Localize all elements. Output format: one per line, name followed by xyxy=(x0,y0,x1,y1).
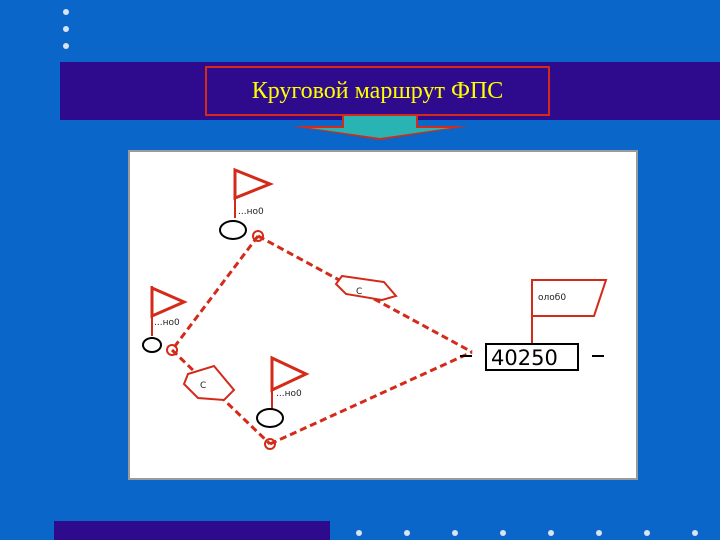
decor-dot xyxy=(644,530,650,536)
bottom-band xyxy=(54,521,330,540)
flag-label: ...но0 xyxy=(276,389,302,399)
route-diagram: ...но0 ...но0 ...но0 С С xyxy=(128,150,638,480)
decor-dot xyxy=(404,530,410,536)
fix-code-box xyxy=(485,343,579,371)
decor-dot xyxy=(63,9,69,15)
station-bottom: ...но0 xyxy=(256,355,310,450)
fix-flag-label: олоб0 xyxy=(538,293,566,303)
decor-dot xyxy=(63,43,69,49)
flag-label: ...но0 xyxy=(238,207,264,217)
route-marker: С xyxy=(334,274,398,302)
waypoint-icon xyxy=(264,438,276,450)
station-circle-icon xyxy=(256,408,284,428)
slide-title-box: Круговой маршрут ФПС xyxy=(205,66,550,116)
flag-icon xyxy=(150,285,188,319)
waypoint-icon xyxy=(252,230,264,242)
slide-title: Круговой маршрут ФПС xyxy=(251,77,504,104)
flag-label: ...но0 xyxy=(154,318,180,328)
decor-dot xyxy=(596,530,602,536)
marker-icon xyxy=(182,364,236,402)
station-left: ...но0 xyxy=(142,285,188,356)
marker-icon xyxy=(334,274,398,302)
waypoint-icon xyxy=(166,344,178,356)
flag-icon xyxy=(233,167,275,201)
route-segment xyxy=(269,350,473,446)
down-arrow-icon xyxy=(292,114,468,140)
route-diagram-canvas: ...но0 ...но0 ...но0 С С xyxy=(142,167,608,450)
decor-dot xyxy=(500,530,506,536)
decor-dot xyxy=(356,530,362,536)
station-circle-icon xyxy=(219,220,247,240)
station-top: ...но0 xyxy=(219,167,275,242)
route-segment xyxy=(170,235,260,351)
decor-dot xyxy=(63,26,69,32)
decor-dot xyxy=(548,530,554,536)
fix: олоб0 40250 xyxy=(460,279,608,371)
flag-icon xyxy=(270,355,310,393)
marker-label: С xyxy=(200,381,206,391)
fix-code: 40250 xyxy=(491,346,558,370)
route-marker: С xyxy=(182,364,236,402)
decor-dot xyxy=(692,530,698,536)
station-circle-icon xyxy=(142,337,162,353)
decor-dot xyxy=(452,530,458,536)
marker-label: С xyxy=(356,287,362,297)
fix-flag-icon xyxy=(531,279,608,317)
